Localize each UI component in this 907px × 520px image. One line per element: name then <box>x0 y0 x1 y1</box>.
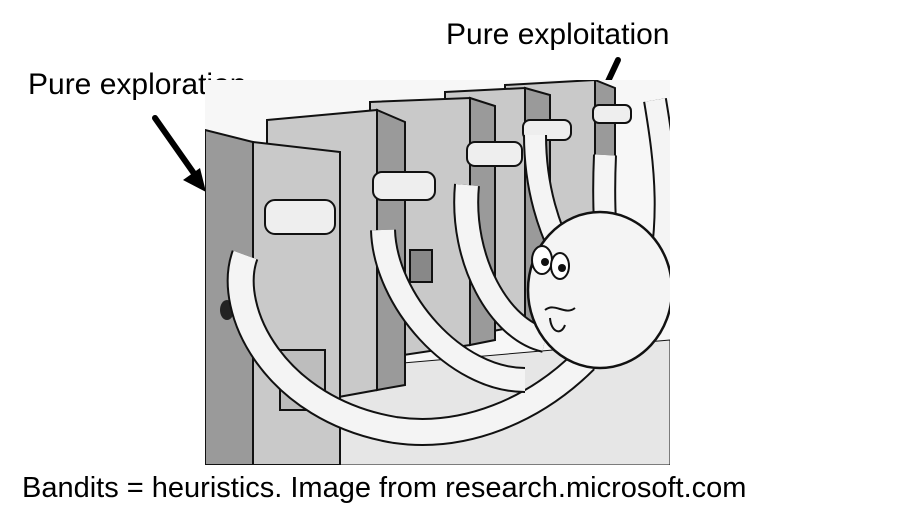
arrow-down-right-icon <box>152 115 206 192</box>
pure-exploitation-label: Pure exploitation <box>446 18 670 51</box>
octopus <box>526 210 670 370</box>
caption: Bandits = heuristics. Image from researc… <box>22 472 747 504</box>
slot-machine-octopus-illustration <box>205 80 670 465</box>
slot-machines <box>205 80 632 465</box>
octopus-head <box>526 210 670 370</box>
